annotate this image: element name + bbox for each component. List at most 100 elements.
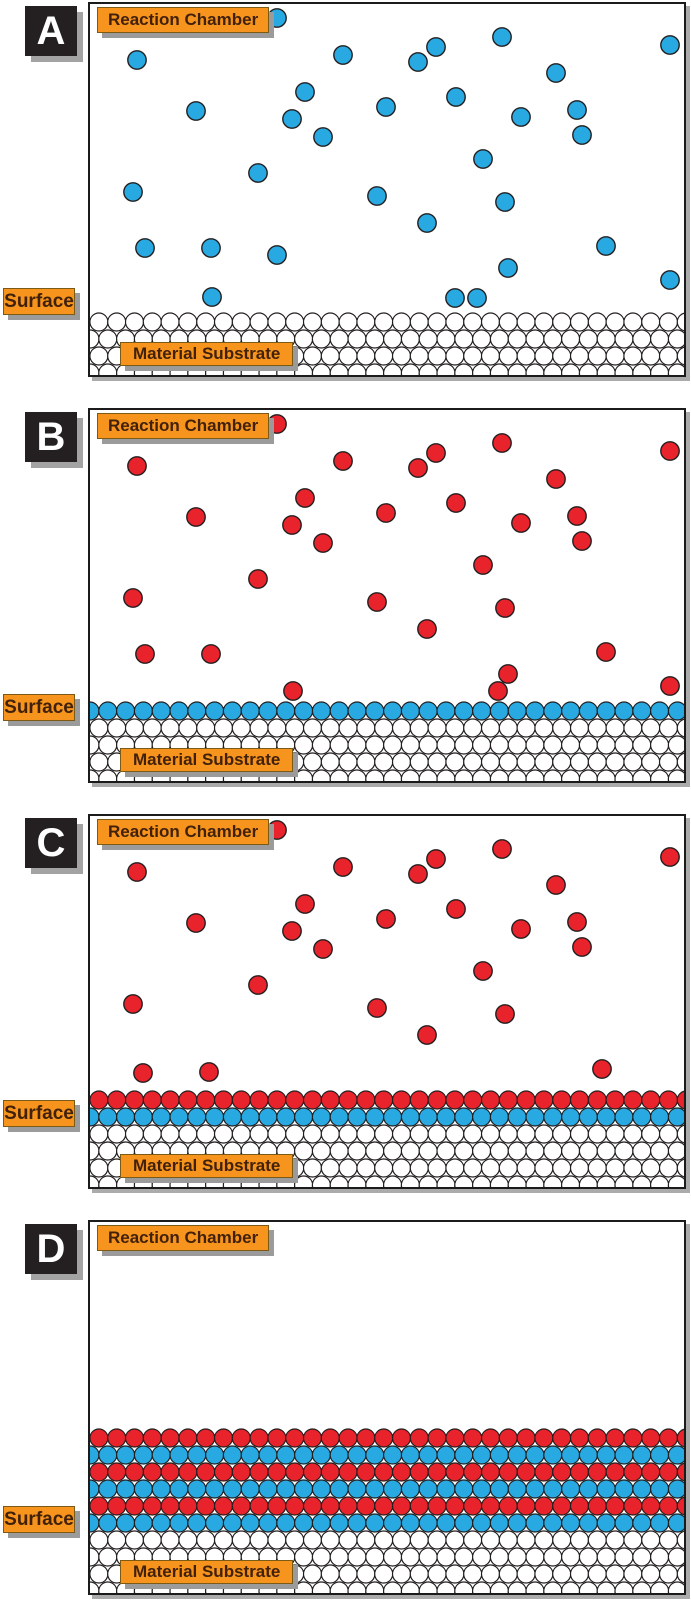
- blue-precursor-particle: [492, 27, 512, 47]
- red-precursor-particle: [186, 913, 206, 933]
- red-layer-atom: [658, 1462, 679, 1482]
- red-layer-atom: [605, 1496, 625, 1516]
- red-layer-atom: [427, 1496, 447, 1516]
- substrate-atom: [489, 735, 509, 755]
- blue-layer-atom: [507, 1445, 527, 1465]
- deposited-layer-row: [90, 1479, 684, 1499]
- blue-layer-atom: [90, 1107, 100, 1127]
- blue-layer-atom: [649, 1445, 670, 1465]
- blue-layer-atom: [649, 1513, 670, 1533]
- substrate-atom: [338, 752, 358, 772]
- blue-precursor-particle: [267, 245, 287, 265]
- blue-layer-atom: [151, 1479, 171, 1499]
- substrate-atom: [525, 1141, 545, 1161]
- red-layer-atom: [516, 1496, 536, 1516]
- substrate-atom: [596, 1547, 616, 1567]
- substrate-atom: [561, 363, 581, 375]
- chamber-scene: [90, 8, 684, 375]
- red-layer-atom: [320, 1090, 340, 1110]
- substrate-atom: [383, 1141, 403, 1161]
- red-layer-atom: [356, 1496, 376, 1516]
- red-layer-atom: [658, 1090, 679, 1110]
- substrate-atom: [480, 346, 501, 366]
- gas-particles: [123, 820, 680, 1083]
- substrate-atom: [374, 752, 394, 772]
- substrate-atom: [623, 1124, 643, 1144]
- blue-layer-atom: [329, 1513, 349, 1533]
- blue-layer-atom: [258, 1107, 278, 1127]
- substrate-atom: [178, 718, 198, 738]
- blue-precursor-particle: [596, 236, 616, 256]
- blue-layer-atom: [667, 701, 684, 721]
- material-substrate-label: Material Substrate: [120, 748, 294, 772]
- blue-layer-atom: [525, 701, 545, 721]
- substrate-atom: [454, 1581, 474, 1593]
- substrate-atom: [329, 1141, 349, 1161]
- substrate-atom: [534, 1564, 554, 1584]
- red-precursor-particle: [660, 847, 680, 867]
- substrate-atom: [516, 752, 536, 772]
- substrate-atom: [534, 346, 554, 366]
- blue-layer-atom: [578, 1107, 598, 1127]
- blue-layer-atom: [632, 1513, 652, 1533]
- red-layer-atom: [605, 1462, 625, 1482]
- substrate-atom: [561, 329, 581, 349]
- substrate-atom: [667, 769, 684, 781]
- substrate-atom: [507, 363, 527, 375]
- substrate-atom: [605, 312, 625, 332]
- red-precursor-particle: [592, 1059, 612, 1079]
- substrate-atom: [543, 769, 563, 781]
- blue-layer-atom: [614, 701, 634, 721]
- red-layer-atom: [124, 1428, 145, 1448]
- blue-layer-atom: [151, 701, 171, 721]
- blue-layer-atom: [329, 701, 349, 721]
- red-layer-atom: [676, 1462, 684, 1482]
- substrate-atom: [454, 363, 474, 375]
- red-precursor-particle: [313, 939, 333, 959]
- substrate-atom: [614, 735, 634, 755]
- blue-layer-atom: [543, 1513, 563, 1533]
- blue-layer-atom: [204, 1513, 225, 1533]
- substrate-atom: [400, 1141, 420, 1161]
- substrate-atom: [534, 1530, 554, 1550]
- red-layer-atom: [587, 1496, 607, 1516]
- substrate-atom: [98, 769, 118, 781]
- substrate-atom: [463, 1530, 483, 1550]
- blue-layer-atom: [294, 1445, 314, 1465]
- red-precursor-particle: [495, 1004, 515, 1024]
- substrate-atom: [587, 1158, 607, 1178]
- substrate-atom: [160, 718, 180, 738]
- substrate-atom: [409, 718, 429, 738]
- substrate-atom: [436, 363, 456, 375]
- substrate-atom: [641, 718, 661, 738]
- red-layer-atom: [213, 1428, 234, 1448]
- red-layer-atom: [285, 1462, 305, 1482]
- blue-layer-atom: [311, 1513, 331, 1533]
- substrate-atom: [596, 1175, 616, 1187]
- blue-layer-atom: [561, 1513, 581, 1533]
- red-layer-atom: [569, 1428, 590, 1448]
- blue-layer-atom: [311, 1479, 331, 1499]
- deposited-layer-row: [90, 1428, 684, 1448]
- red-precursor-particle: [408, 864, 428, 884]
- blue-layer-atom: [472, 1445, 492, 1465]
- substrate-atom: [365, 363, 385, 375]
- red-precursor-particle: [123, 588, 143, 608]
- substrate-atom: [90, 1175, 100, 1187]
- red-precursor-particle: [660, 676, 680, 696]
- blue-layer-atom: [489, 1445, 509, 1465]
- substrate-atom: [445, 1564, 465, 1584]
- substrate-atom: [578, 1141, 598, 1161]
- red-precursor-particle: [376, 503, 396, 523]
- blue-layer-atom: [454, 701, 474, 721]
- substrate-atom: [365, 1175, 385, 1187]
- blue-layer-atom: [347, 701, 367, 721]
- substrate-atom: [400, 1547, 420, 1567]
- blue-layer-atom: [667, 1445, 684, 1465]
- red-precursor-particle: [199, 1062, 219, 1082]
- substrate-atom: [160, 1530, 180, 1550]
- material-substrate-label: Material Substrate: [120, 1154, 294, 1178]
- blue-layer-atom: [454, 1479, 474, 1499]
- substrate-atom: [605, 718, 625, 738]
- red-layer-atom: [409, 1496, 429, 1516]
